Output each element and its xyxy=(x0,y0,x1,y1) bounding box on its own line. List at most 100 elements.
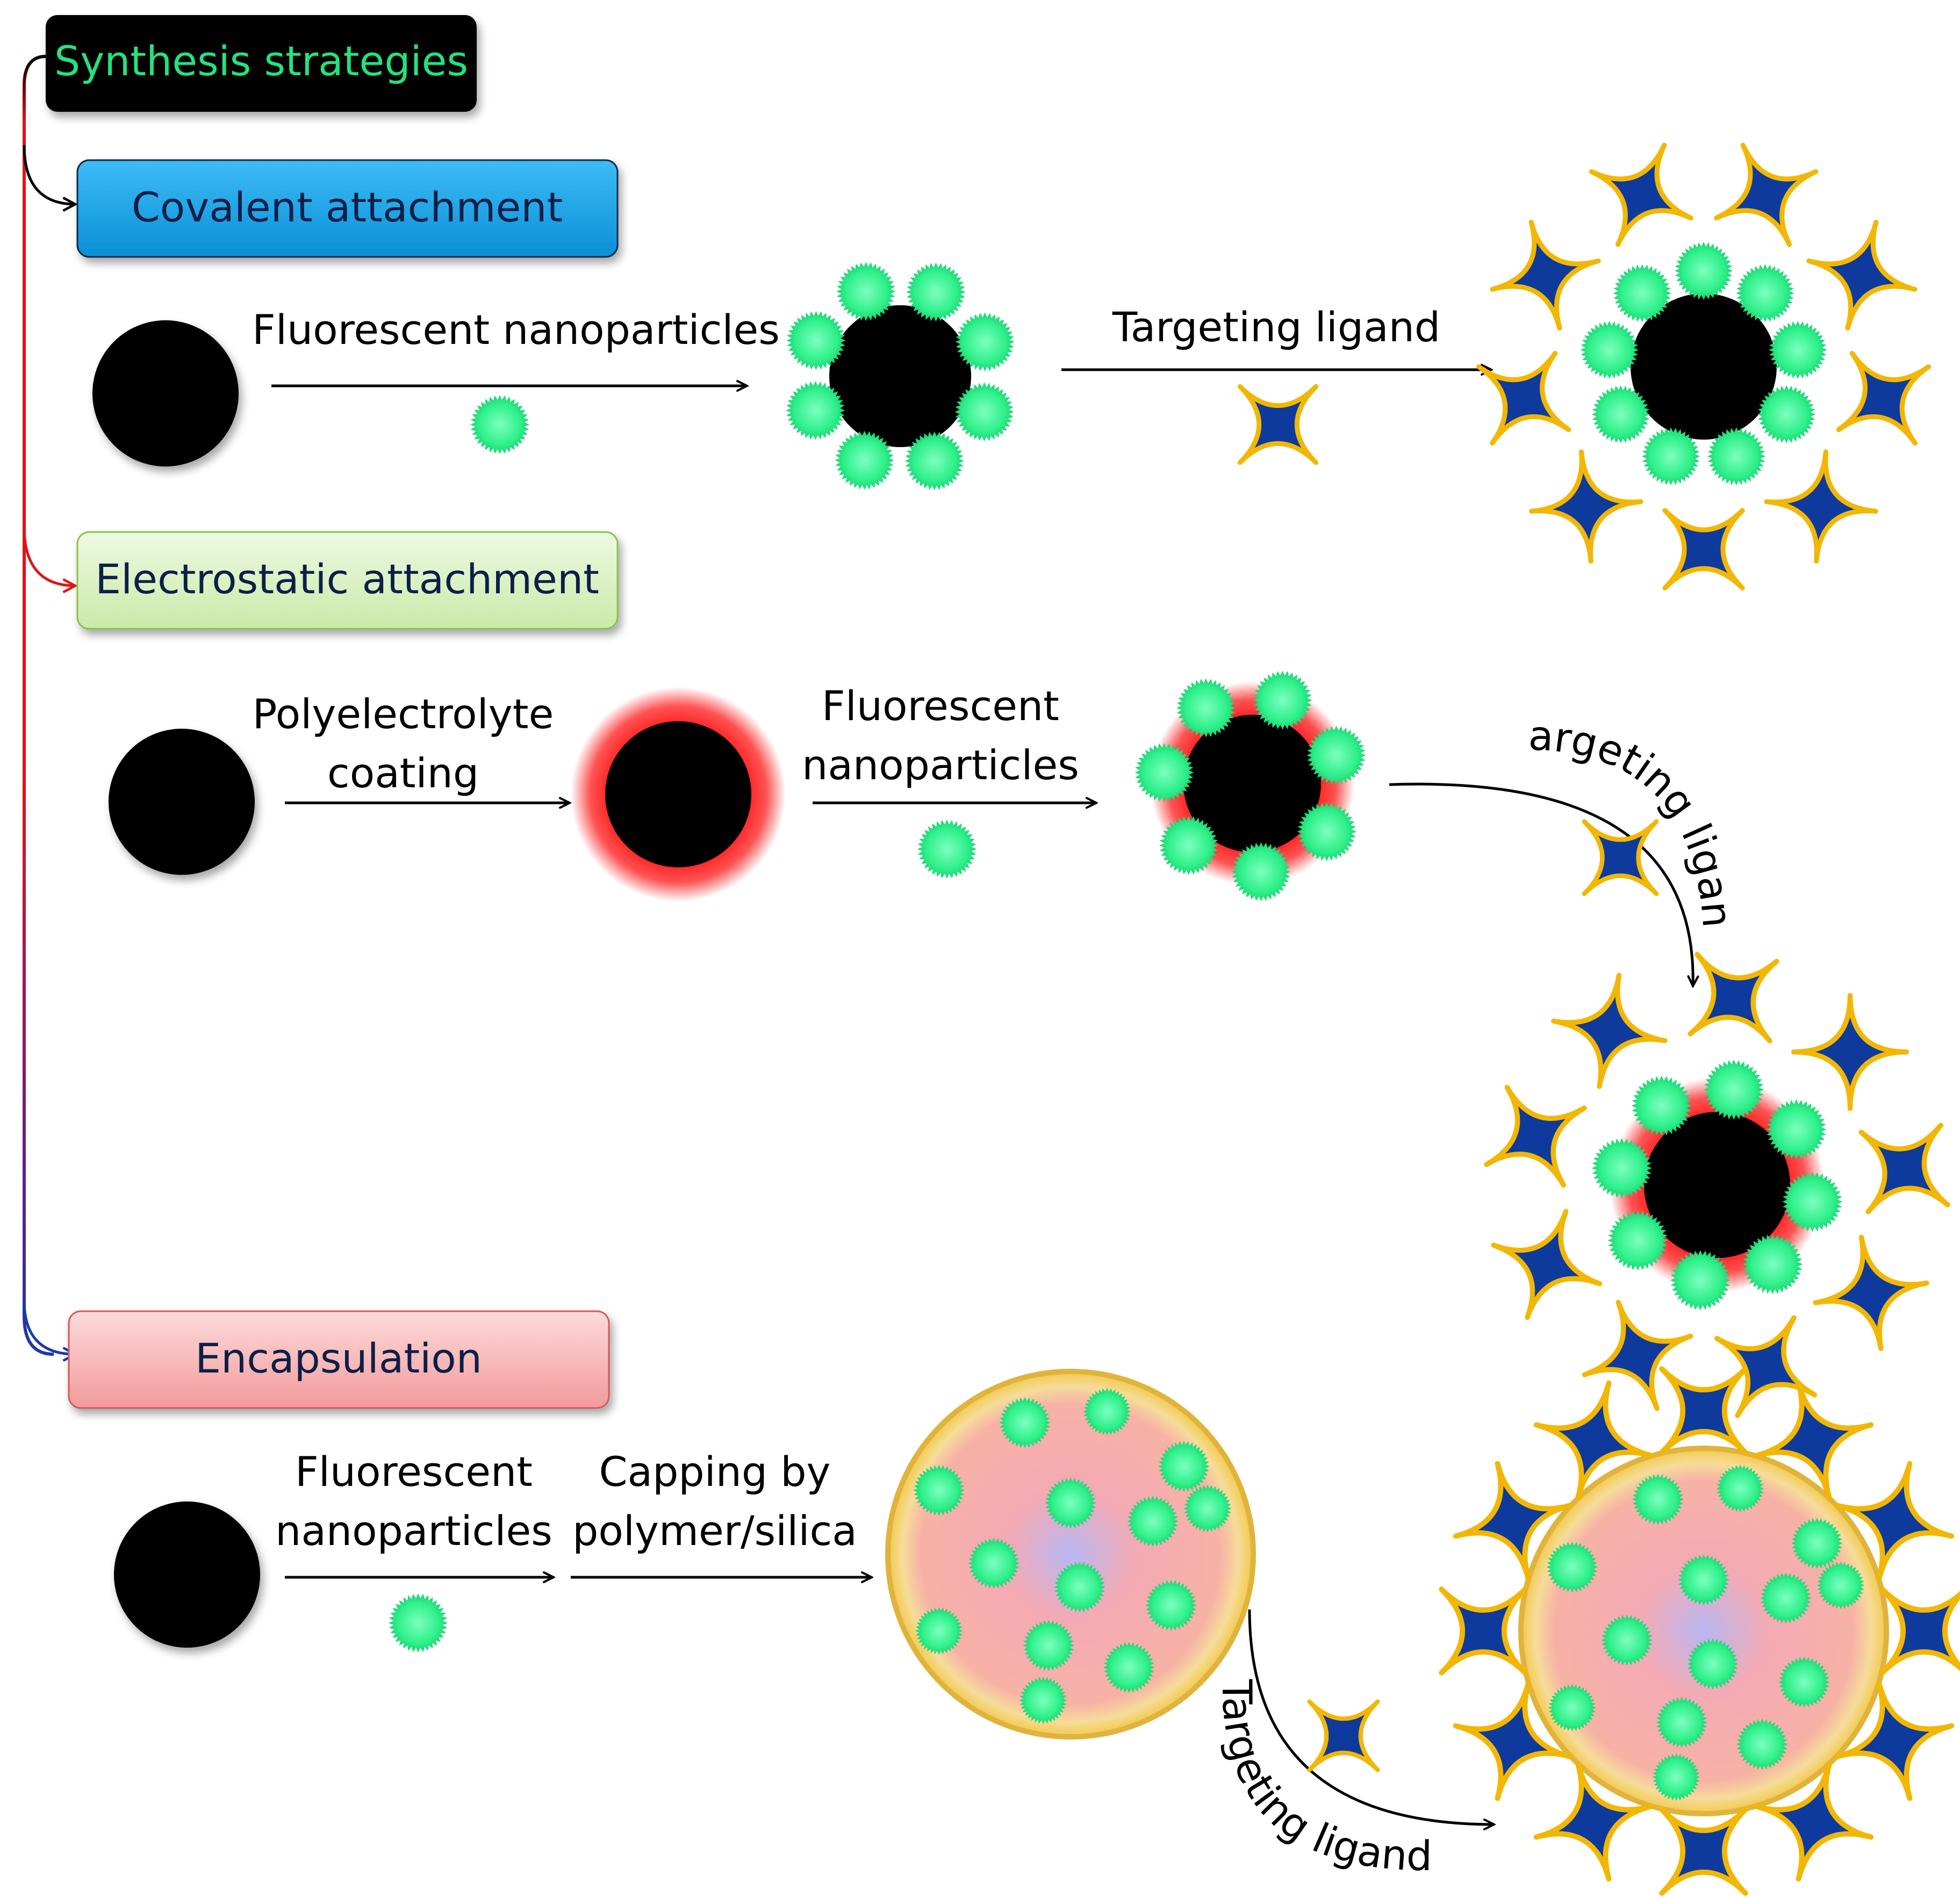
fluorescent-particle xyxy=(1704,1059,1764,1120)
fluorescent-particle xyxy=(1656,1697,1707,1748)
core-particle xyxy=(1644,1112,1790,1258)
targeting-ligand xyxy=(1806,219,1918,331)
cov-ligand-label: Targeting ligand xyxy=(1112,303,1440,351)
fluorescent-particle xyxy=(1757,385,1816,443)
targeting-ligand xyxy=(1659,1366,1748,1455)
fluorescent-particle xyxy=(1736,264,1794,322)
section-electrostatic-box[interactable] xyxy=(76,531,619,630)
targeting-ligand xyxy=(1490,219,1601,331)
header-title: Synthesis strategies xyxy=(54,37,468,85)
fluorescent-particle xyxy=(1678,1554,1729,1606)
fluorescent-particle xyxy=(1675,242,1733,300)
targeting-ligand xyxy=(1791,993,1909,1111)
targeting-ligand xyxy=(1836,350,1931,446)
bracket-line xyxy=(23,55,54,1356)
fluorescent-particle xyxy=(1652,1753,1700,1801)
targeting-ligand xyxy=(1307,1699,1380,1772)
targeting-ligand xyxy=(1858,1123,1950,1215)
fluorescent-particle xyxy=(1127,1496,1179,1547)
core-particle xyxy=(114,1501,260,1648)
targeting-ligand xyxy=(1813,1234,1929,1351)
targeting-ligand xyxy=(1589,142,1693,247)
core-particle xyxy=(1631,293,1777,440)
fluorescent-particle xyxy=(913,1464,965,1516)
targeting-ligand xyxy=(1659,1807,1748,1896)
ligand-layer xyxy=(1237,142,1960,1896)
core-particle xyxy=(109,729,255,875)
fluorescent-particle xyxy=(786,311,846,370)
fluorescent-particle xyxy=(1548,1684,1596,1731)
targeting-ligand xyxy=(1533,1762,1654,1882)
fluorescent-particle xyxy=(1766,1099,1827,1160)
fluorescent-particle xyxy=(836,262,896,321)
section-encapsulation-box[interactable] xyxy=(68,1310,610,1409)
targeting-ligand xyxy=(1453,1461,1573,1581)
fluorescent-particle xyxy=(1159,816,1218,875)
polymer-silica-shell xyxy=(1518,1446,1889,1816)
fluorescent-particle xyxy=(915,1607,963,1655)
targeting-ligand xyxy=(1879,1586,1960,1676)
ele-poly-label-2: coating xyxy=(327,749,479,797)
fluorescent-particle xyxy=(1613,264,1671,322)
fluorescent-particle xyxy=(1782,1172,1843,1232)
targeting-ligand xyxy=(1754,1380,1874,1500)
bracket-arrow-covalent xyxy=(23,145,75,204)
core-particle xyxy=(92,320,239,466)
fluorescent-particle xyxy=(917,820,977,879)
enc-fnp-label-2: nanoparticles xyxy=(275,1507,552,1555)
fluorescent-particle xyxy=(955,312,1015,372)
targeting-ligand xyxy=(1714,142,1819,247)
targeting-ligand xyxy=(1484,1084,1587,1188)
targeting-ligand xyxy=(1688,952,1779,1044)
bracket-arrow-encapsulation xyxy=(23,1300,75,1354)
fluorescent-particle xyxy=(1176,678,1236,738)
fluorescent-particle xyxy=(1632,1474,1684,1525)
fluorescent-particle xyxy=(906,262,966,322)
targeting-ligand xyxy=(1764,449,1878,564)
targeting-ligand xyxy=(1237,384,1319,465)
fluorescent-particle xyxy=(1019,1676,1067,1724)
fluorescent-particle xyxy=(1231,842,1291,902)
fluorescent-particle xyxy=(968,1537,1020,1589)
arrows xyxy=(271,370,1693,1824)
arrow-ele-3 xyxy=(1389,782,1693,986)
cov-fnp-label: Fluorescent nanoparticles xyxy=(252,306,780,354)
targeting-ligand xyxy=(1834,1461,1955,1581)
targeting-ligand xyxy=(1754,1762,1874,1882)
fluorescent-particle xyxy=(1631,1075,1692,1136)
fluorescent-particle xyxy=(1083,1388,1131,1435)
fluorescent-particle xyxy=(1158,1441,1210,1492)
enc-cap-label-2: polymer/silica xyxy=(572,1507,857,1555)
targeting-ligand xyxy=(1834,1681,1955,1801)
section-covalent-label: Covalent attachment xyxy=(132,183,563,231)
fluorescent-particle xyxy=(1670,1250,1731,1311)
fluorescent-particle xyxy=(1716,1464,1764,1512)
fluorescent-particle xyxy=(1607,1210,1668,1271)
ele-fnp-label-2: nanoparticles xyxy=(802,741,1079,789)
section-covalent-box[interactable] xyxy=(76,159,619,258)
targeting-ligand xyxy=(1662,508,1745,591)
strategy-bracket xyxy=(23,55,75,1356)
fluorescent-particle xyxy=(835,430,894,490)
fluorescent-particle xyxy=(1253,671,1312,730)
fluorescent-particle xyxy=(1591,385,1650,443)
fluorescent-particle xyxy=(1145,1579,1197,1631)
fluorescent-particle xyxy=(999,1397,1051,1448)
fluorescent-particle xyxy=(1601,1614,1653,1666)
fluorescent-particle xyxy=(954,382,1014,442)
targeting-ligand xyxy=(1529,449,1643,564)
fluorescent-particle xyxy=(1103,1642,1155,1693)
targeting-ligand xyxy=(1533,1380,1654,1500)
ele-poly-label-1: Polyelectrolyte xyxy=(253,690,554,738)
bracket-arrow-electrostatic xyxy=(23,526,75,586)
targeting-ligand xyxy=(1714,1315,1818,1418)
fluorescent-particle xyxy=(1546,1541,1598,1593)
core-particle xyxy=(829,305,971,447)
fluorescent-particle xyxy=(1591,1138,1652,1198)
fluorescent-particle xyxy=(1183,1484,1232,1533)
fluorescent-particle xyxy=(1045,1477,1096,1529)
header-box xyxy=(46,15,477,112)
fluorescent-particle xyxy=(1736,1719,1788,1770)
fluorescent-particle xyxy=(470,395,529,454)
fluorescent-particle xyxy=(1023,1620,1074,1671)
